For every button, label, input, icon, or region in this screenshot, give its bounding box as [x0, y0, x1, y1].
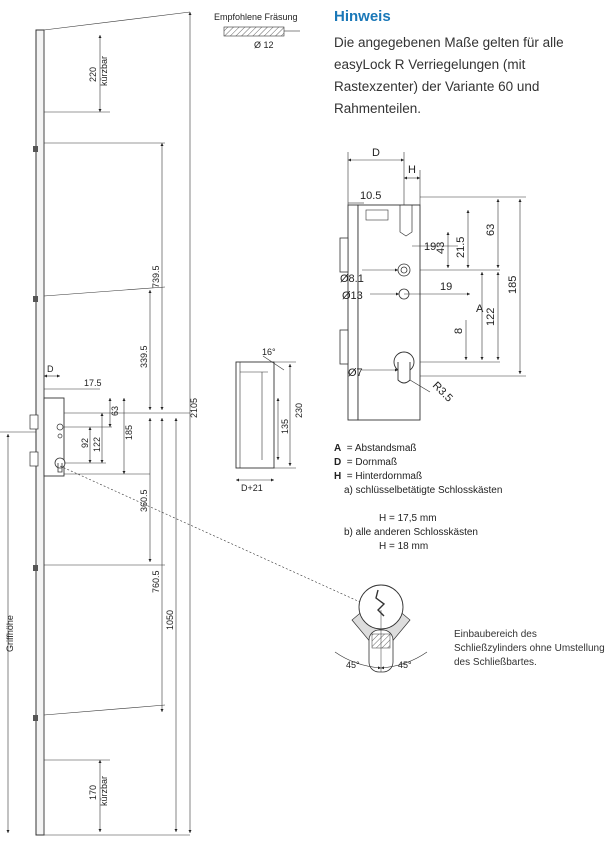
detail-122: 122 [485, 308, 497, 326]
keeper-height: 230 [294, 403, 304, 418]
detail-h: H [408, 164, 416, 176]
legend-item-b: b) alle anderen Schlosskästen [344, 527, 478, 538]
dim-760: 760.5 [151, 570, 161, 593]
legend-item-b-value: H = 18 mm [379, 541, 429, 552]
fraesung-diameter: Ø 12 [254, 40, 274, 50]
lock-bar-drawing: 220 kürzbar 170 kürzbar 2105 739.5 339.5… [0, 11, 199, 836]
legend-d-text: = Dornmaß [346, 457, 398, 468]
bottom-cut-note: kürzbar [99, 776, 109, 806]
h-value-left: 17.5 [84, 378, 102, 388]
detail-105: 10.5 [360, 190, 381, 202]
bolt-4 [33, 715, 38, 721]
dim-92: 92 [80, 438, 90, 448]
bottom-cut-value: 170 [88, 785, 98, 800]
keeper-inner: 135 [280, 419, 290, 434]
griffhoehe-label: Griffhöhe [5, 615, 15, 652]
install-note: Einbaubereich des Schließzylinders ohne … [454, 629, 605, 668]
detail-r35: R3.5 [430, 380, 455, 405]
keeper-plate [235, 361, 275, 469]
detail-19a: 19 [424, 241, 436, 253]
legend-item-a: a) schlüsselbetätigte Schlosskästen [344, 485, 503, 496]
lock-case [43, 397, 65, 477]
detail-d7: Ø7 [348, 367, 363, 379]
legend-a: A = Abstandsmaß [334, 442, 604, 456]
legend-h-key: H [334, 471, 342, 482]
fraesung-title: Empfohlene Fräsung [214, 12, 298, 22]
bolt-3 [33, 565, 38, 571]
detail-case [357, 204, 421, 421]
legend-h-text: = Hinterdornmaß [346, 471, 423, 482]
hint-text: Die angegebenen Maße gelten für alle eas… [334, 35, 564, 116]
handle-hole [56, 423, 64, 431]
detail-215: 21.5 [455, 237, 467, 258]
legend-d: D = Dornmaß [334, 456, 604, 470]
top-cut-value: 220 [88, 67, 98, 82]
legend-a-key: A [334, 443, 342, 454]
dim-339: 339.5 [139, 345, 149, 368]
dim-1050: 1050 [165, 610, 175, 630]
detail-8: 8 [453, 328, 465, 334]
dim-122: 122 [92, 437, 102, 452]
detail-d13: Ø13 [342, 290, 363, 302]
top-cut-note: kürzbar [99, 56, 109, 86]
bolt-1 [33, 146, 38, 152]
detail-19b: 19 [440, 281, 452, 293]
dim-185: 185 [124, 425, 134, 440]
detail-faceplate [347, 204, 359, 421]
hint-title: Hinweis [334, 8, 391, 25]
detail-d: D [372, 147, 380, 159]
detail-43: 43 [435, 242, 447, 254]
keeper-drawing: 230 135 16° D+21 [235, 347, 304, 493]
detail-a: A [476, 303, 484, 315]
detail-63: 63 [485, 224, 497, 236]
d-label-left: D [47, 364, 54, 374]
lock-detail-drawing: D H 10.5 185 63 122 21.5 A 43 19 19 8 Ø8… [339, 147, 526, 421]
cylinder-angle-left: 45° [346, 660, 360, 670]
detail-d81: Ø8.1 [340, 273, 364, 285]
dim-360: 360.5 [139, 489, 149, 512]
keeper-width: D+21 [241, 483, 263, 493]
legend-h: H = Hinterdornmaß [334, 470, 604, 484]
legend-item-a-value: H = 17,5 mm [379, 513, 437, 524]
legend: A = Abstandsmaß D = Dornmaß H = Hinterdo… [334, 442, 604, 554]
legend-a-text: = Abstandsmaß [346, 443, 417, 454]
cylinder-hole [54, 457, 66, 469]
legend-d-key: D [334, 457, 342, 468]
bolt-2 [33, 296, 38, 302]
cylinder-area-drawing: 45° 45° [334, 584, 428, 673]
cylinder-angle-right: 45° [398, 660, 412, 670]
keeper-angle: 16° [262, 347, 276, 357]
dim-739: 739.5 [151, 265, 161, 288]
dim-63: 63 [110, 406, 120, 416]
detail-185: 185 [507, 276, 519, 294]
total-length: 2105 [189, 398, 199, 418]
fraesung-symbol: Ø 12 [223, 26, 300, 50]
